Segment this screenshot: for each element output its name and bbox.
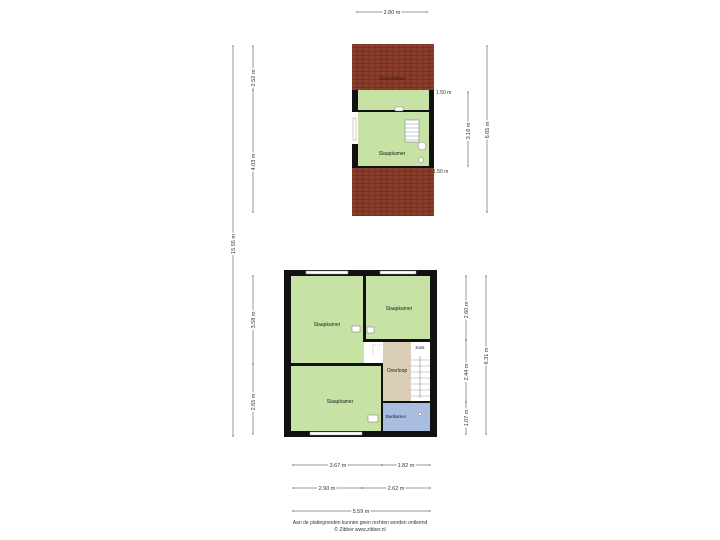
bottom-dim-row2-b: 2.62 m — [388, 486, 405, 492]
room-label-bedroom-small: Slaapkamer — [386, 306, 413, 312]
upper-dimensions — [232, 11, 488, 437]
upper-left-dim-2: 4.03 m — [251, 153, 257, 170]
upper-room-label-1: Slaapkamer — [379, 76, 406, 82]
room-bedroom-bottom — [291, 366, 381, 431]
lower-left-dim-1: 3.58 m — [251, 311, 257, 328]
lower-right-dim-2: 2.44 m — [464, 363, 470, 380]
door-swing — [372, 344, 383, 356]
room-label-closet: Kast — [415, 345, 425, 350]
upper-fixture-2 — [418, 157, 424, 163]
upper-wall-right — [429, 90, 434, 168]
wall-top — [284, 270, 437, 276]
lower-left-dim-2: 2.65 m — [251, 393, 257, 410]
wall-left — [284, 270, 291, 437]
lower-stairs — [411, 354, 430, 402]
upper-wall-bottom — [352, 166, 434, 168]
lower-right-dim-total: 6.31 m — [484, 347, 490, 364]
upper-right-dim-total: 6.65 m — [485, 121, 491, 138]
disclaimer-text: Aan de plattegronden kunnen geen rechten… — [292, 520, 428, 526]
lower-right-dim-3: 1.07 m — [464, 409, 470, 426]
upper-wall-mid — [358, 110, 429, 112]
upper-right-dim-top: 1.50 m — [436, 90, 451, 96]
roof-bottom — [352, 168, 434, 216]
room-closet — [411, 342, 430, 352]
bottom-dim-row1-a: 3.67 m — [330, 463, 347, 469]
bottom-dim-row3: 5.59 m — [353, 509, 370, 515]
lower-dimensions — [252, 275, 487, 512]
window-bottom — [309, 431, 363, 436]
wall-small-bedroom-bottom — [366, 339, 430, 342]
room-label-bedroom-bottom: Slaapkamer — [327, 399, 354, 405]
room-landing — [383, 342, 411, 402]
bottom-dim-row1-b: 1.82 m — [398, 463, 415, 469]
upper-width-dim: 2.80 m — [384, 10, 401, 16]
room-label-bathroom: Badkamer — [386, 414, 407, 419]
upper-room-label-2: Slaapkamer — [379, 151, 406, 157]
room-bathroom — [383, 403, 430, 431]
roof-top — [352, 44, 434, 90]
bottom-dim-row2-a: 2.90 m — [319, 486, 336, 492]
wall-bathroom-top — [383, 401, 430, 403]
window-top-left — [305, 270, 349, 275]
room-bedroom-large — [291, 276, 364, 364]
bathroom-fixture — [418, 412, 422, 416]
upper-wall-left-2 — [352, 144, 358, 168]
upper-small-box — [394, 106, 404, 112]
upper-fixture — [417, 141, 427, 151]
upper-wall-left-1 — [352, 90, 358, 112]
radiator-2 — [366, 326, 375, 334]
lower-right-dim-1: 2.60 m — [464, 301, 470, 318]
upper-floor: Slaapkamer Slaapkamer — [352, 44, 434, 216]
upper-room-1 — [358, 90, 429, 110]
window-top-right — [379, 270, 417, 275]
room-label-landing: Overloop — [387, 368, 408, 374]
copyright-text: © Zibber www.zibber.nl — [334, 527, 386, 533]
wall-landing-left — [381, 366, 383, 431]
wall-mid-vertical — [363, 276, 366, 342]
radiator-3 — [367, 414, 379, 423]
upper-stairs — [404, 119, 420, 143]
upper-window-left — [352, 117, 357, 141]
upper-right-dim-bottom: 1.50 m — [433, 169, 448, 175]
wall-right — [430, 270, 437, 437]
lower-floor: Slaapkamer Slaapkamer Slaapkamer Overloo… — [284, 270, 437, 437]
total-height-dim: 15.55 m — [231, 234, 237, 254]
radiator-1 — [351, 325, 361, 333]
wall-mid-horizontal — [291, 363, 383, 366]
room-bedroom-small — [366, 276, 430, 340]
upper-left-dim-1: 2.52 m — [251, 69, 257, 86]
upper-right-dim-inner: 3.16 m — [466, 122, 472, 139]
room-label-bedroom-large: Slaapkamer — [314, 322, 341, 328]
